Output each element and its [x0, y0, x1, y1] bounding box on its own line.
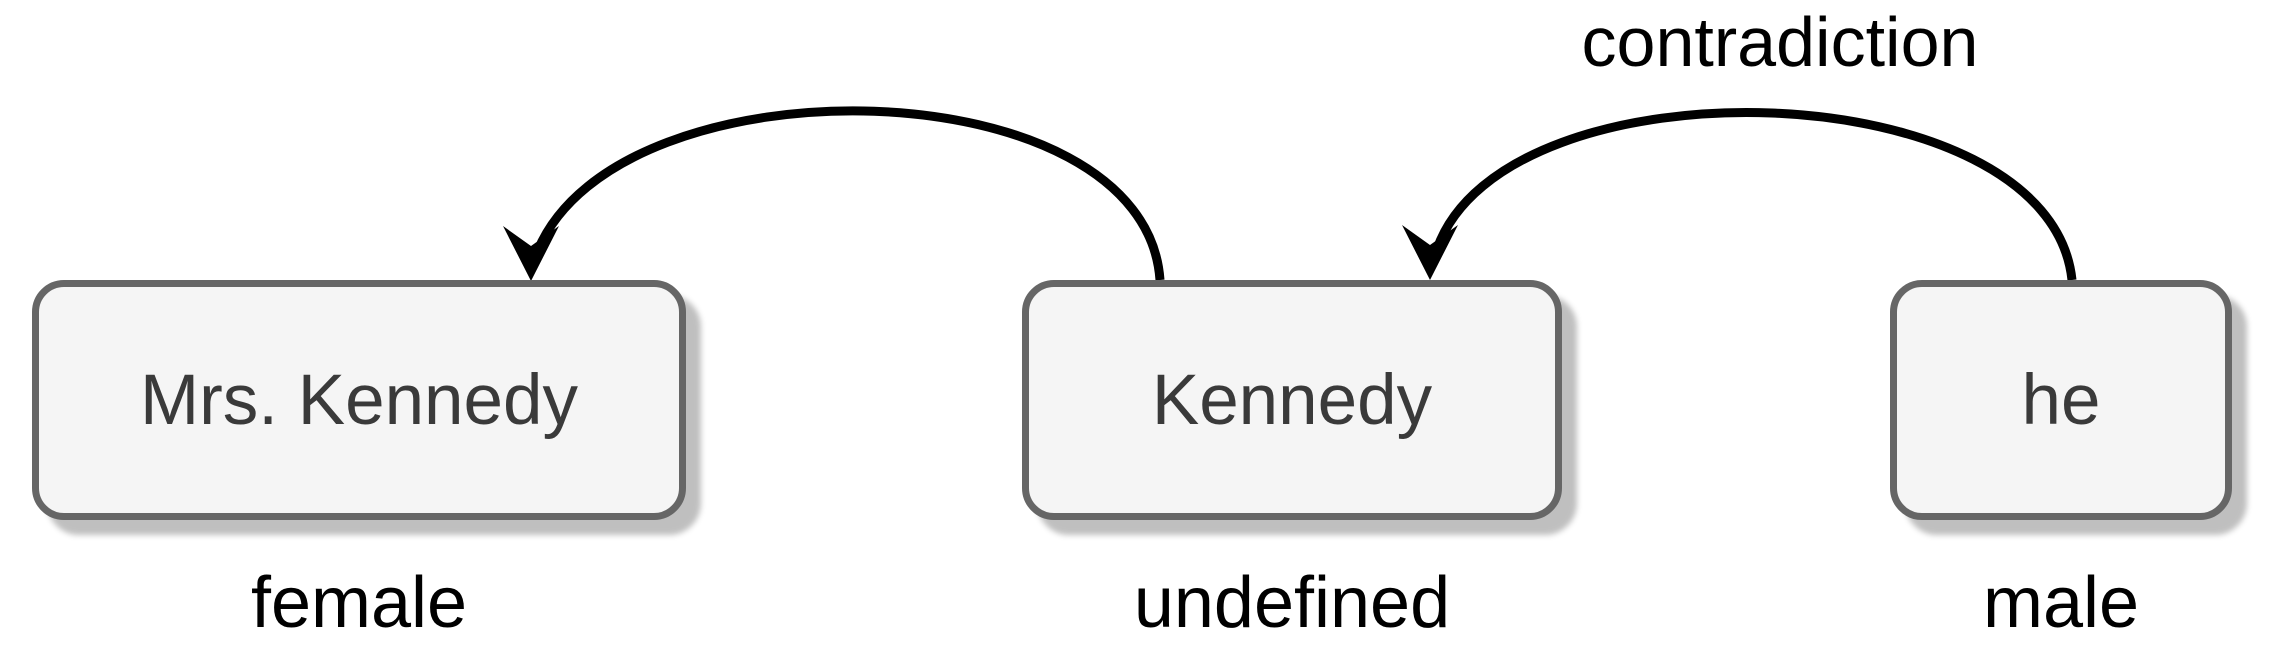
arrowhead-on-mrs-kennedy	[503, 226, 559, 281]
arrowhead-on-kennedy	[1402, 225, 1458, 280]
arrow-he-to-kennedy	[1432, 108, 2077, 281]
node-mrs-kennedy: Mrs. Kennedy	[32, 280, 686, 520]
node-kennedy: Kennedy	[1022, 280, 1562, 520]
gender-label-male: male	[1982, 563, 2140, 643]
edge-label-contradiction: contradiction	[1581, 3, 1979, 81]
gender-label-undefined: undefined	[1133, 563, 1451, 643]
node-kennedy-label: Kennedy	[1151, 360, 1433, 440]
arrow-kennedy-to-mrs-kennedy	[533, 106, 1165, 281]
gender-label-female: female	[250, 563, 468, 643]
node-he-label: he	[2021, 360, 2101, 440]
node-mrs-kennedy-label: Mrs. Kennedy	[139, 360, 579, 440]
node-he: he	[1890, 280, 2232, 520]
